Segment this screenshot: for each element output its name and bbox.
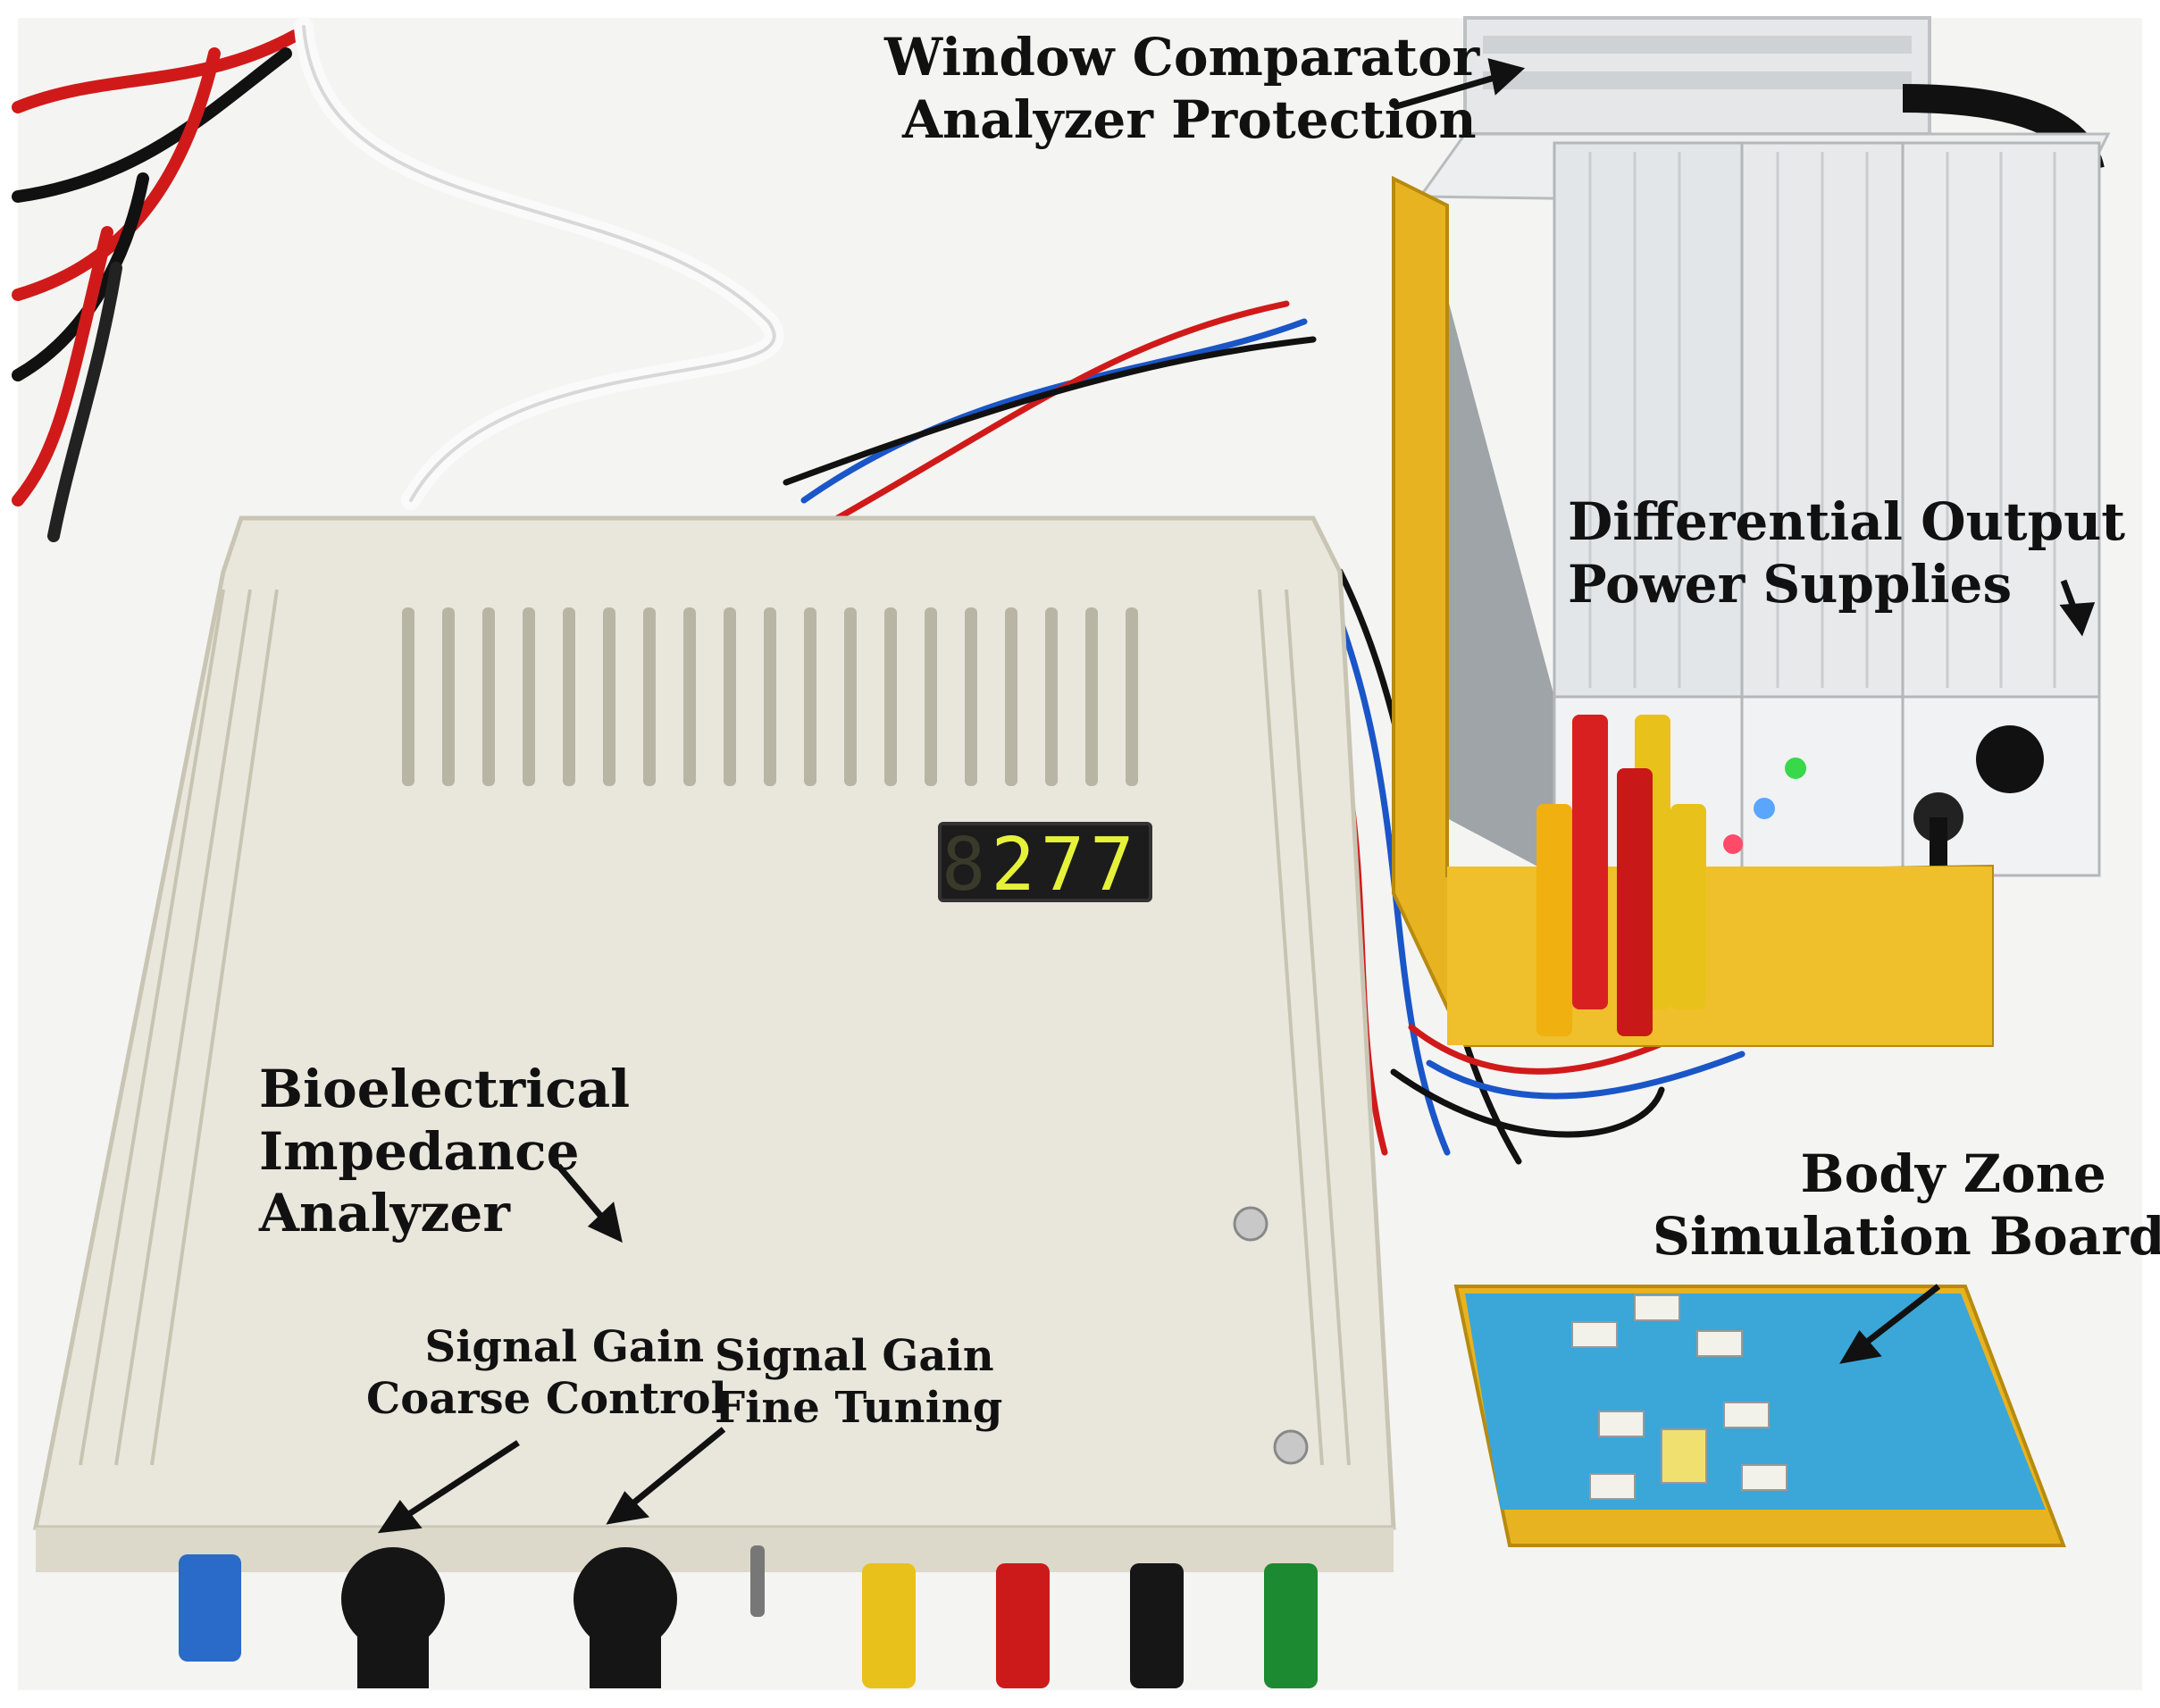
impedance-analyzer-case bbox=[32, 515, 1396, 1572]
display-ghost-digit: 8 bbox=[942, 823, 992, 908]
screw-icon bbox=[1233, 1206, 1268, 1242]
body-zone-simulation-board bbox=[1453, 1285, 2066, 1547]
red-led-icon bbox=[1723, 834, 1743, 854]
blue-led-icon bbox=[1754, 798, 1775, 819]
arrow-icon bbox=[1393, 70, 1511, 111]
annotation-arrows bbox=[377, 58, 2096, 1534]
black-terminal-icon bbox=[1130, 1563, 1184, 1688]
label-differential-output: Differential Output Power Supplies bbox=[1568, 491, 2126, 615]
yellow-terminal-icon bbox=[862, 1563, 916, 1688]
front-panel-controls bbox=[179, 1545, 1318, 1688]
arrow-icon bbox=[1855, 1284, 1941, 1352]
arrow-icon bbox=[623, 1427, 726, 1512]
arrow-icon bbox=[1839, 1330, 1882, 1364]
label-gain-fine: Signal Gain Fine Tuning bbox=[715, 1331, 1003, 1433]
label-bioelectrical-analyzer: Bioelectrical Impedance Analyzer bbox=[259, 1059, 631, 1244]
background-wires bbox=[12, 17, 784, 542]
window-comparator-box bbox=[1463, 16, 2105, 174]
green-led-icon bbox=[1785, 758, 1806, 779]
banana-plugs bbox=[1536, 715, 1706, 1036]
arrow-icon bbox=[606, 1491, 650, 1525]
label-window-comparator: Window Comparator Analyzer Protection bbox=[884, 27, 1480, 150]
label-body-zone: Body Zone Simulation Board bbox=[1653, 1143, 2160, 1267]
red-terminal-icon bbox=[996, 1563, 1050, 1688]
arrow-icon bbox=[2059, 602, 2096, 637]
arrow-icon bbox=[556, 1163, 610, 1227]
analyzer-display: 8277 bbox=[938, 822, 1152, 906]
arrow-icon bbox=[1487, 58, 1526, 96]
green-terminal-icon bbox=[1264, 1563, 1318, 1688]
toggle-icon bbox=[750, 1545, 765, 1617]
arrow-icon bbox=[587, 1201, 623, 1243]
display-reading: 277 bbox=[991, 823, 1140, 908]
fuse-holder-icon bbox=[1976, 725, 2044, 793]
arrow-icon bbox=[400, 1440, 520, 1521]
label-gain-coarse: Signal Gain Coarse Control bbox=[366, 1322, 727, 1424]
arrow-icon bbox=[377, 1500, 423, 1534]
screw-icon bbox=[1273, 1429, 1309, 1465]
